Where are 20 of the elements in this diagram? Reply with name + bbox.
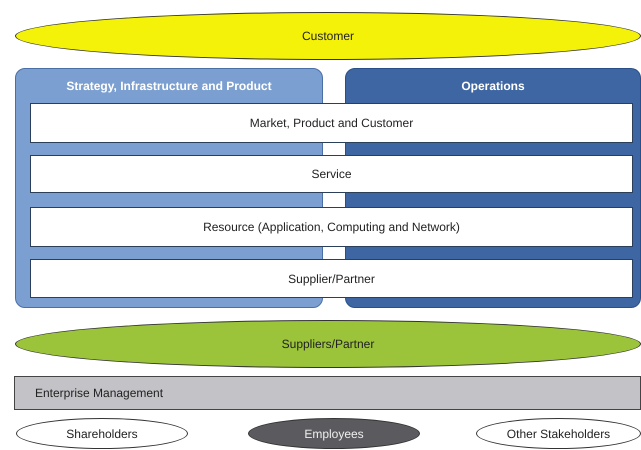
layer-label: Shareholders (66, 426, 138, 440)
layer-label: Market, Product and Customer (250, 116, 414, 130)
layer-label: Customer (302, 29, 354, 43)
layer-label: Employees (304, 426, 364, 440)
layer-bar (30, 259, 633, 298)
supplier-ellipse (15, 320, 641, 368)
layer-bar (30, 207, 633, 247)
layer-label: Strategy, Infrastructure and Product (66, 79, 272, 93)
layer-label: Resource (Application, Computing and Network) (203, 220, 460, 234)
management-bar (14, 376, 641, 410)
layer-label: Supplier/Partner (288, 272, 375, 286)
layer-label: Suppliers/Partner (282, 337, 374, 351)
layer-bar (30, 155, 633, 193)
layer-label: Operations (461, 79, 525, 93)
layer-label: Other Stakeholders (506, 426, 610, 440)
stakeholder-ellipse (476, 418, 641, 449)
customer-ellipse (15, 12, 641, 60)
layer-label: Service (311, 167, 352, 181)
layer-bar (30, 103, 633, 143)
layer-label: Enterprise Management (35, 386, 164, 400)
